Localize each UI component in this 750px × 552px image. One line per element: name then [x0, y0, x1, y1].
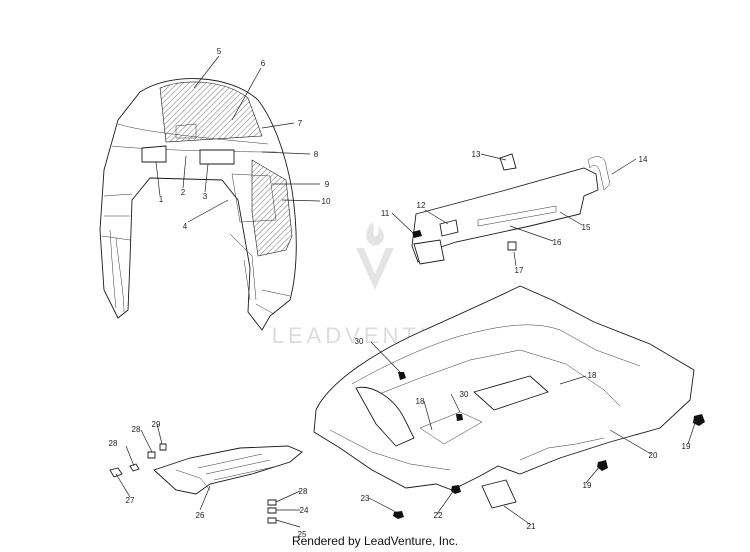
callout-9: 9 — [325, 180, 330, 189]
callout-30-left: 30 — [355, 337, 364, 346]
callout-18-right: 18 — [588, 371, 597, 380]
callout-25: 25 — [298, 530, 307, 539]
callout-18-left: 18 — [416, 397, 425, 406]
callout-19-right: 19 — [682, 442, 691, 451]
callout-4: 4 — [183, 222, 188, 231]
callout-10: 10 — [322, 197, 331, 206]
callout-15: 15 — [582, 223, 591, 232]
callout-12: 12 — [417, 201, 426, 210]
callout-22: 22 — [434, 511, 443, 520]
callout-28-left: 28 — [109, 439, 118, 448]
callout-13: 13 — [472, 150, 481, 159]
callout-16: 16 — [553, 238, 562, 247]
callout-27: 27 — [126, 496, 135, 505]
callout-30-right: 30 — [460, 390, 469, 399]
callout-7: 7 — [298, 119, 303, 128]
bumper-bracket — [411, 153, 611, 265]
callout-28-top: 28 — [132, 425, 141, 434]
callout-24: 24 — [300, 506, 309, 515]
callout-26: 26 — [196, 511, 205, 520]
callout-6: 6 — [261, 59, 266, 68]
callout-23: 23 — [361, 494, 370, 503]
callout-1: 1 — [159, 195, 164, 204]
callout-8: 8 — [314, 150, 319, 159]
hood-assembly — [99, 78, 297, 331]
callout-5: 5 — [217, 47, 222, 56]
skid-plate — [109, 443, 404, 524]
callout-29: 29 — [152, 420, 161, 429]
render-credit: Rendered by LeadVenture, Inc. — [291, 534, 459, 548]
callout-28-right: 28 — [299, 487, 308, 496]
leader-lines — [115, 55, 697, 528]
callout-20: 20 — [649, 451, 658, 460]
callout-11: 11 — [381, 209, 390, 218]
callout-2: 2 — [181, 188, 186, 197]
callout-3: 3 — [203, 192, 208, 201]
belly-pan — [313, 285, 705, 509]
callout-17: 17 — [515, 266, 524, 275]
callout-14: 14 — [639, 155, 648, 164]
callout-labels: 5 6 7 8 9 10 1 2 3 4 11 12 13 14 15 16 1… — [109, 47, 691, 539]
callout-21: 21 — [527, 522, 536, 531]
callout-19-lower: 19 — [583, 481, 592, 490]
